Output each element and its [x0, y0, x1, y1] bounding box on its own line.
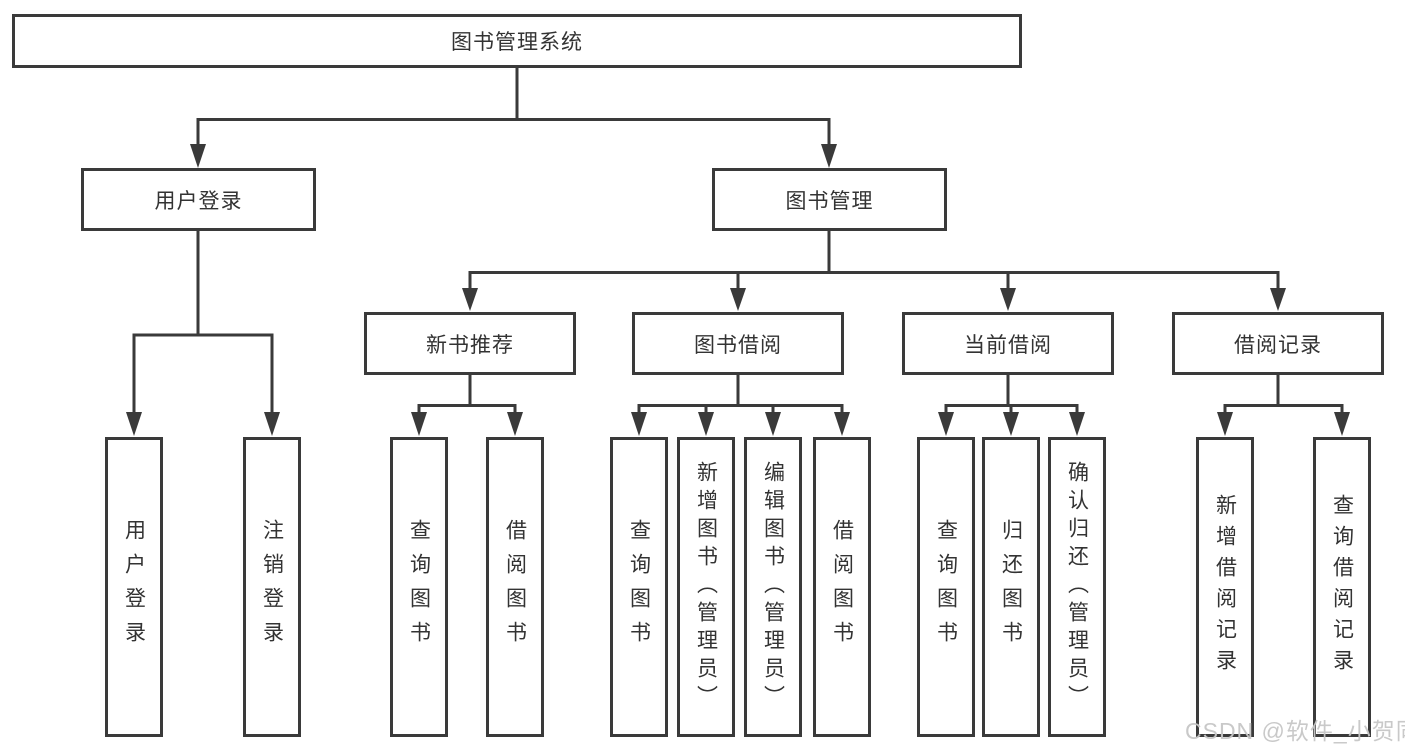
arrow-leaf-query-books-1 — [411, 412, 427, 436]
arrow-new-book-recommend — [462, 288, 478, 311]
arrow-leaf-query-books-2 — [631, 412, 647, 436]
arrow-current-borrow — [1000, 288, 1016, 311]
leaf-query-books-2-label: 查询图书 — [627, 519, 651, 655]
arrow-leaf-add-books — [698, 412, 714, 436]
leaf-query-books-3: 查询图书 — [917, 437, 975, 737]
arrowheads — [126, 144, 1350, 436]
leaf-confirm-return-admin-label: 确认归还（管理员） — [1065, 461, 1089, 713]
connector-userlogin-bus — [132, 333, 274, 416]
leaf-query-borrow-record: 查询借阅记录 — [1313, 437, 1371, 737]
node-root-label: 图书管理系统 — [451, 31, 583, 54]
node-borrow-records: 借阅记录 — [1172, 312, 1384, 375]
arrow-leaf-confirm-return — [1069, 412, 1085, 436]
arrow-user-login — [190, 144, 206, 168]
connector-newbook-bus — [417, 404, 517, 416]
node-book-management-label: 图书管理 — [785, 189, 874, 213]
leaf-borrow-books-1: 借阅图书 — [486, 437, 544, 737]
leaf-return-books: 归还图书 — [982, 437, 1040, 737]
connector-records-bus — [1223, 404, 1344, 416]
node-book-borrow-label: 图书借阅 — [694, 333, 782, 357]
leaf-add-borrow-record: 新增借阅记录 — [1196, 437, 1254, 737]
arrow-leaf-query-books-3 — [938, 412, 954, 436]
node-current-borrow: 当前借阅 — [902, 312, 1114, 375]
connector-level3-bus — [468, 271, 1280, 290]
leaf-borrow-books-1-label: 借阅图书 — [503, 519, 527, 655]
leaf-edit-books-admin: 编辑图书（管理员） — [744, 437, 802, 737]
arrow-borrow-records — [1270, 288, 1286, 311]
arrow-leaf-edit-books — [765, 412, 781, 436]
node-new-book-recommend: 新书推荐 — [364, 312, 576, 375]
leaf-query-books-1: 查询图书 — [390, 437, 448, 737]
node-borrow-records-label: 借阅记录 — [1234, 333, 1322, 357]
leaf-confirm-return-admin: 确认归还（管理员） — [1048, 437, 1106, 737]
arrow-book-borrow — [730, 288, 746, 311]
arrow-leaf-user-login — [126, 412, 142, 436]
leaf-query-borrow-record-label: 查询借阅记录 — [1330, 494, 1354, 680]
leaf-add-books-admin: 新增图书（管理员） — [677, 437, 735, 737]
leaf-logout-label: 注销登录 — [260, 519, 284, 655]
leaf-logout: 注销登录 — [243, 437, 301, 737]
node-book-management: 图书管理 — [712, 168, 947, 231]
arrow-leaf-return-books — [1003, 412, 1019, 436]
leaf-user-login-label: 用户登录 — [122, 519, 146, 655]
leaf-user-login: 用户登录 — [105, 437, 163, 737]
node-book-borrow: 图书借阅 — [632, 312, 844, 375]
node-user-login: 用户登录 — [81, 168, 316, 231]
arrow-leaf-borrow-books-2 — [834, 412, 850, 436]
csdn-watermark: CSDN @软件_小贺同学 — [1185, 718, 1405, 744]
leaf-borrow-books-2-label: 借阅图书 — [830, 519, 854, 655]
leaf-return-books-label: 归还图书 — [999, 519, 1023, 655]
leaf-edit-books-admin-label: 编辑图书（管理员） — [761, 461, 785, 713]
node-current-borrow-label: 当前借阅 — [964, 333, 1052, 357]
leaf-borrow-books-2: 借阅图书 — [813, 437, 871, 737]
leaf-query-books-2: 查询图书 — [610, 437, 668, 737]
leaf-add-borrow-record-label: 新增借阅记录 — [1213, 494, 1237, 680]
leaf-query-books-3-label: 查询图书 — [934, 519, 958, 655]
arrow-book-management — [821, 144, 837, 168]
arrow-leaf-borrow-books-1 — [507, 412, 523, 436]
leaf-add-books-admin-label: 新增图书（管理员） — [694, 461, 718, 713]
connector-level2-bus — [196, 118, 831, 148]
arrow-leaf-query-record — [1334, 412, 1350, 436]
node-user-login-label: 用户登录 — [154, 189, 243, 213]
arrow-leaf-add-record — [1217, 412, 1233, 436]
leaf-query-books-1-label: 查询图书 — [407, 519, 431, 655]
arrow-leaf-logout — [264, 412, 280, 436]
node-root: 图书管理系统 — [12, 14, 1022, 68]
connector-borrow-bus — [637, 404, 844, 416]
node-new-book-recommend-label: 新书推荐 — [426, 333, 514, 357]
